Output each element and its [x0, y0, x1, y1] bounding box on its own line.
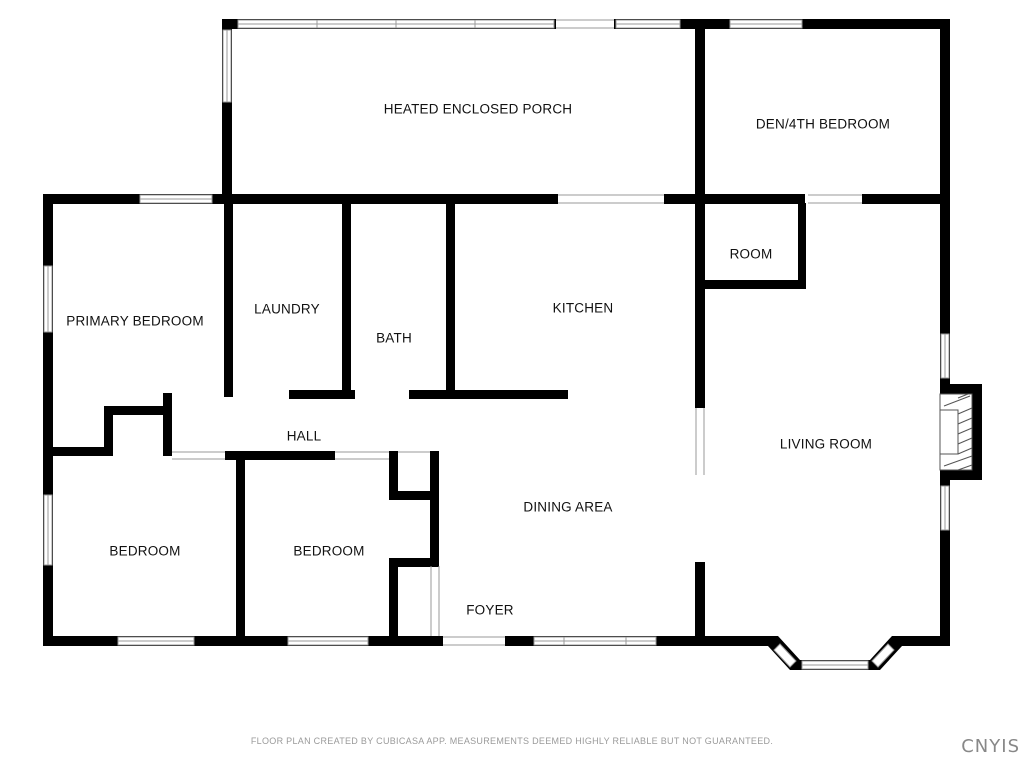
- room-label-room: ROOM: [730, 247, 773, 262]
- room-label-laundry: LAUNDRY: [254, 302, 320, 317]
- brand-logo: CNYIS: [961, 736, 1020, 757]
- room-label-foyer: FOYER: [466, 603, 514, 618]
- room-label-porch: HEATED ENCLOSED PORCH: [384, 102, 572, 117]
- room-label-primary-bedroom: PRIMARY BEDROOM: [66, 314, 204, 329]
- disclaimer-text: FLOOR PLAN CREATED BY CUBICASA APP. MEAS…: [250, 736, 774, 746]
- room-label-kitchen: KITCHEN: [553, 301, 614, 316]
- windows: [43, 19, 950, 670]
- room-labels: HEATED ENCLOSED PORCH DEN/4TH BEDROOM PR…: [66, 102, 890, 618]
- openings: [172, 194, 862, 646]
- room-label-hall: HALL: [287, 429, 322, 444]
- room-label-living-room: LIVING ROOM: [780, 437, 872, 452]
- room-label-den: DEN/4TH BEDROOM: [756, 117, 890, 132]
- room-label-dining-area: DINING AREA: [523, 500, 612, 515]
- interior-walls: [43, 19, 950, 642]
- fireplace-icon: [939, 393, 973, 471]
- room-label-bath: BATH: [376, 331, 412, 346]
- room-label-bedroom-left: BEDROOM: [109, 544, 180, 559]
- room-label-bedroom-middle: BEDROOM: [293, 544, 364, 559]
